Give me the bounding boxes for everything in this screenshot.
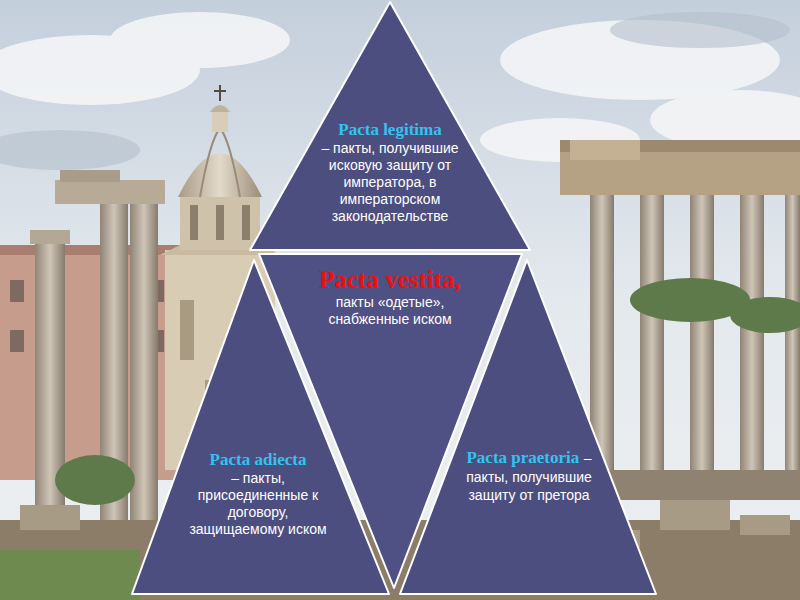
pact-triangle: Pacta adiecta– пакты, присоединенные к д…: [132, 260, 389, 594]
pact-description: – пакты, присоединенные к договору, защи…: [182, 470, 334, 538]
pact-triangle: Pacta praetoria – пакты, получившие защи…: [400, 260, 656, 594]
text-block: Pacta vestita,пакты «одетые», снабженные…: [315, 266, 465, 328]
pact-description: пакты «одетые», снабженные иском: [315, 294, 465, 328]
pact-heading: Pacta vestita,: [315, 266, 465, 294]
pact-heading: Pacta adiecta: [182, 450, 334, 470]
triangle-shape: [132, 260, 389, 594]
pact-triangle: Pacta legitima– пакты, получившие искову…: [250, 2, 530, 250]
text-block: Pacta adiecta– пакты, присоединенные к д…: [182, 450, 334, 538]
triangle-shape: [400, 260, 656, 594]
pact-heading: Pacta legitima: [312, 120, 468, 140]
pact-heading: Pacta praetoria: [466, 448, 579, 467]
pact-description: – пакты, получившие исковую защиту от им…: [312, 140, 468, 225]
text-block: Pacta legitima– пакты, получившие искову…: [312, 120, 468, 225]
text-block: Pacta praetoria – пакты, получившие защи…: [462, 448, 596, 504]
